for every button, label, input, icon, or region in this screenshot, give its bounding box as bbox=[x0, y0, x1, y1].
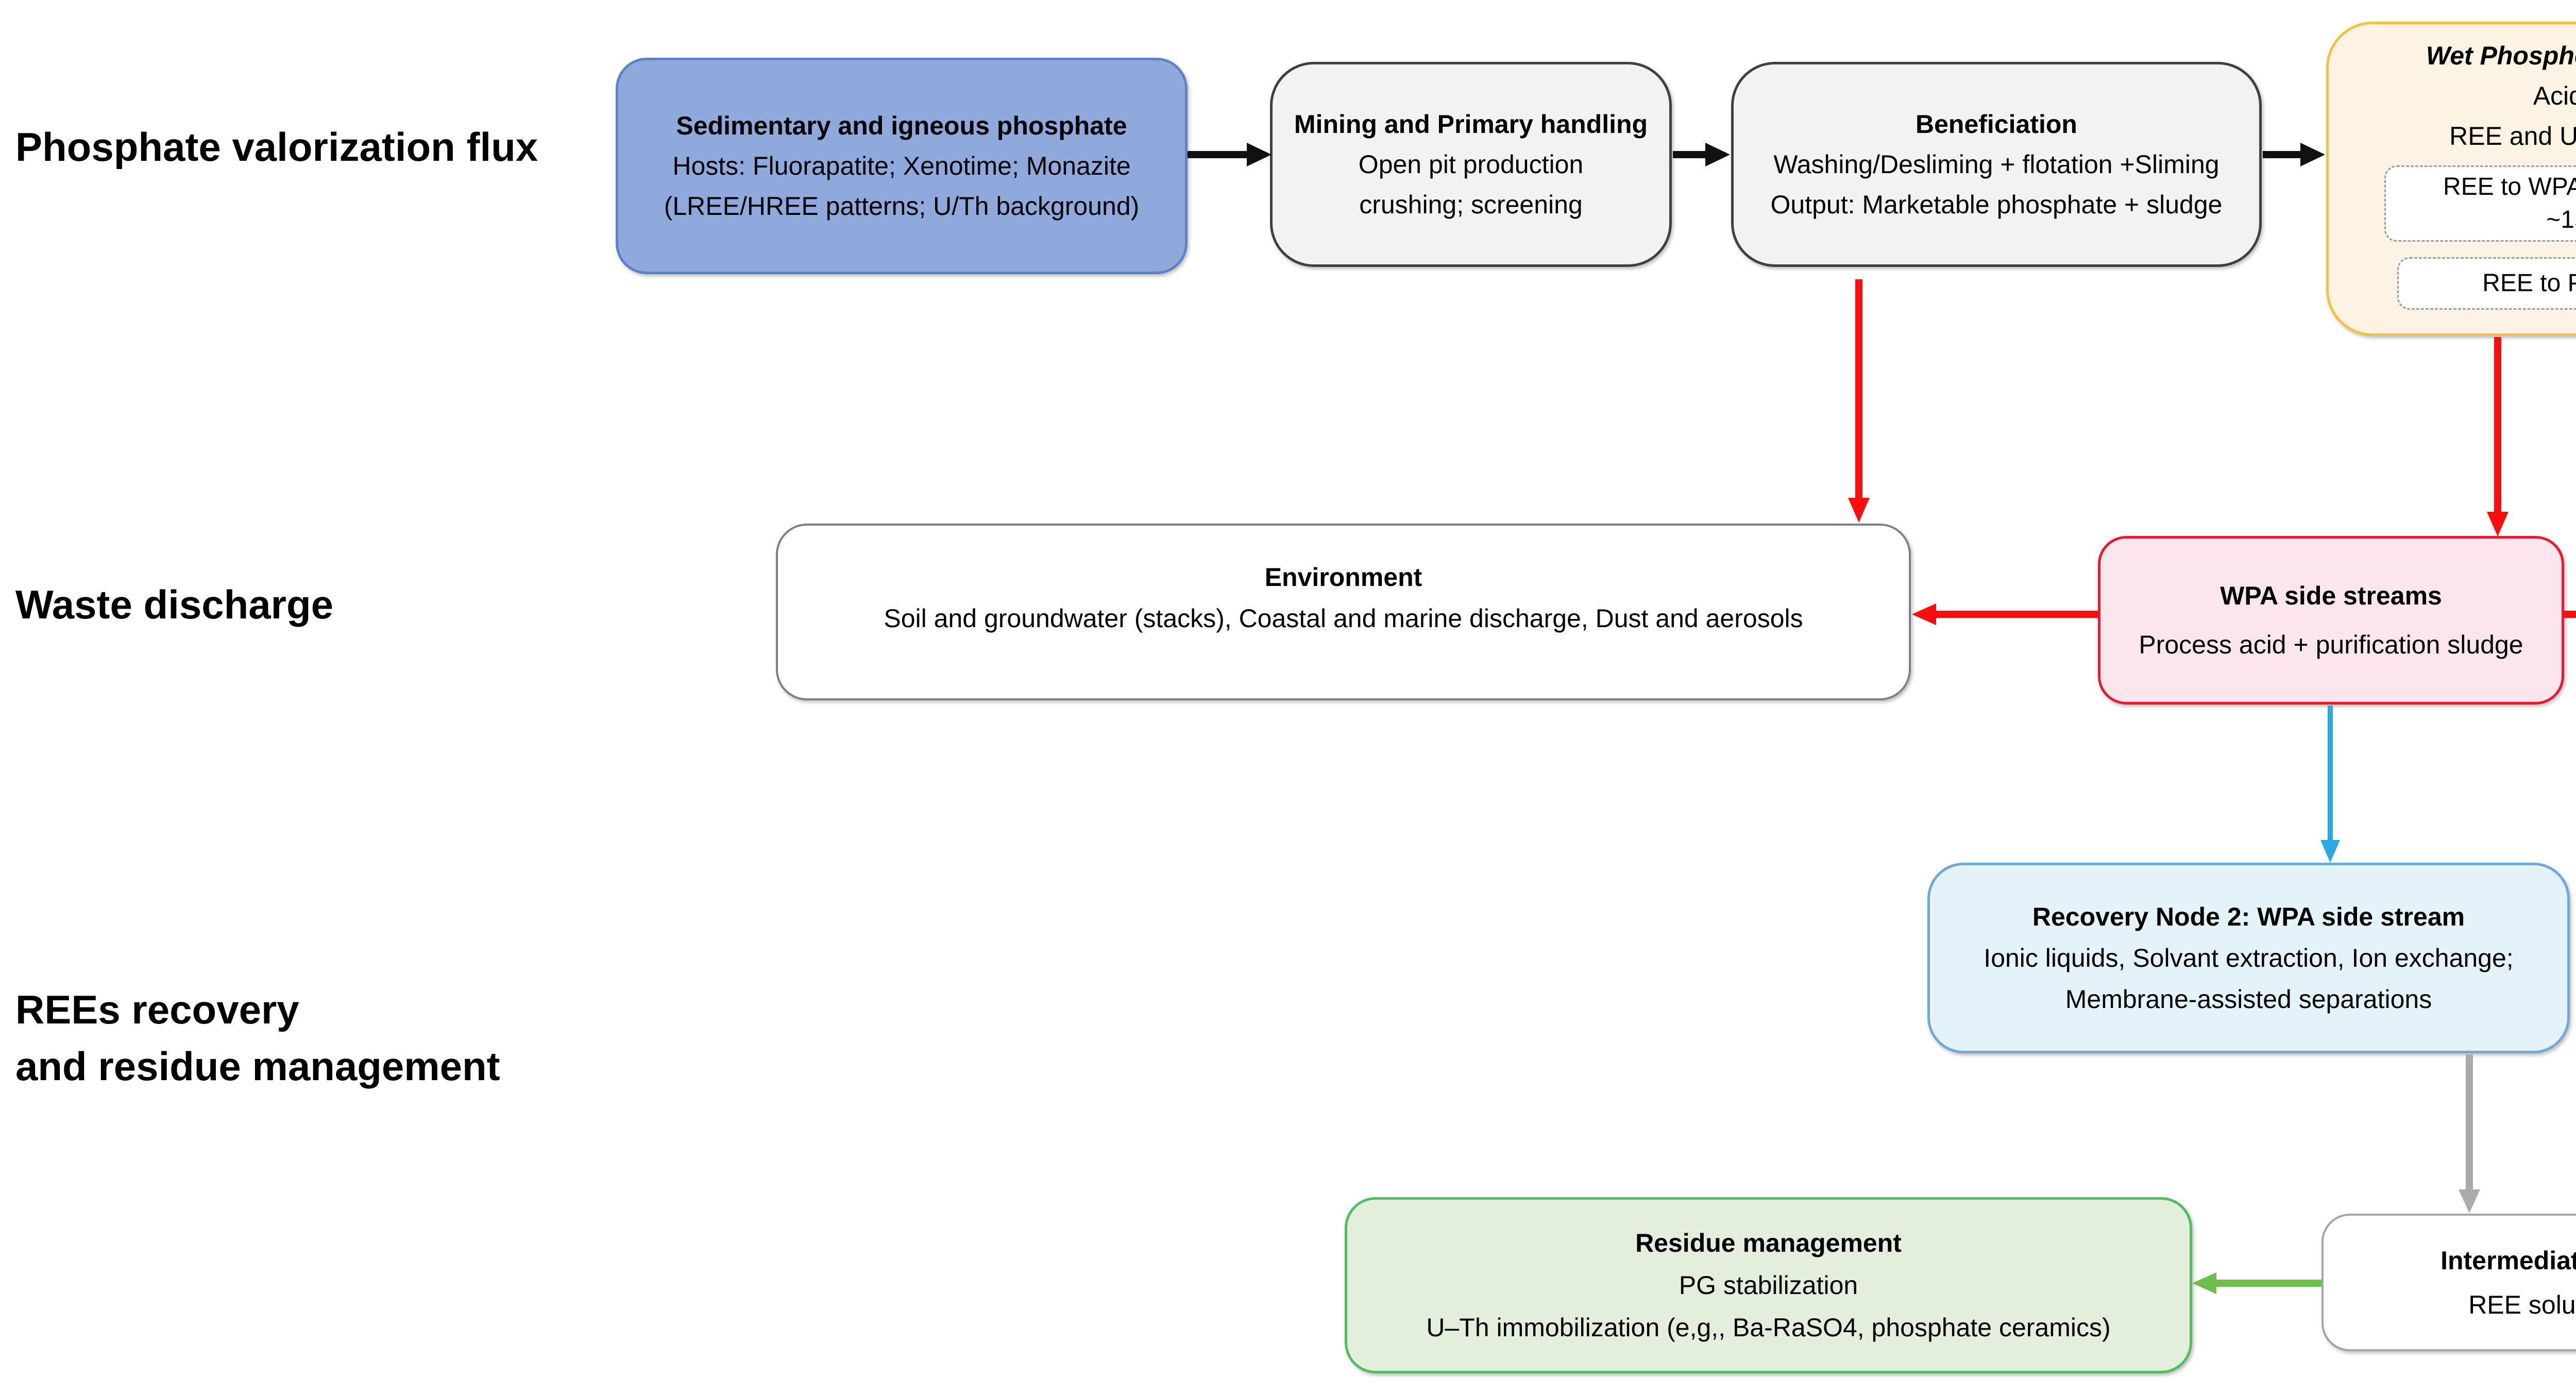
node-line: REE to PG ~70-85% bbox=[2482, 270, 2576, 297]
node-sedimentary-igneous-phosphate: Sedimentary and igneous phosphate Hosts:… bbox=[616, 58, 1188, 274]
node-mining-primary-handling: Mining and Primary handling Open pit pro… bbox=[1270, 62, 1672, 267]
arrow-head bbox=[2300, 143, 2325, 166]
arrow-head bbox=[1912, 603, 1936, 625]
section-label-waste-discharge: Waste discharge bbox=[15, 582, 333, 627]
node-line: ~15-30% bbox=[2546, 206, 2576, 233]
arrow-head bbox=[2487, 512, 2509, 536]
arrow-shaft bbox=[2466, 1054, 2473, 1190]
node-environment: Environment Soil and groundwater (stacks… bbox=[776, 524, 1911, 700]
node-line: Open pit production bbox=[1358, 150, 1584, 179]
connector-line bbox=[2564, 611, 2576, 618]
node-line: REE solution/precipitate bbox=[2468, 1290, 2576, 1319]
node-line: Hosts: Fluorapatite; Xenotime; Monazite bbox=[672, 152, 1131, 180]
arrow-head bbox=[1247, 143, 1272, 166]
arrow-shaft bbox=[1188, 151, 1250, 158]
node-line: Ionic liquids, Solvant extraction, Ion e… bbox=[1984, 944, 2514, 972]
section-label-rees-recovery: REEs recovery and residue management bbox=[15, 981, 500, 1095]
node-title: Environment bbox=[1264, 563, 1422, 592]
arrow-shaft bbox=[2328, 706, 2333, 841]
node-title: Mining and Primary handling bbox=[1294, 110, 1648, 139]
node-title: Intermediate REE products bbox=[2441, 1246, 2576, 1275]
arrow-head bbox=[2192, 1272, 2216, 1294]
arrow-shaft bbox=[1935, 611, 2098, 618]
node-line: PG stabilization bbox=[1679, 1271, 1858, 1300]
node-title: Recovery Node 2: WPA side stream bbox=[2032, 902, 2465, 931]
arrow-shaft bbox=[2215, 1280, 2321, 1287]
node-title: Beneficiation bbox=[1916, 110, 2077, 139]
node-line: U–Th immobilization (e,g,, Ba-RaSO4, pho… bbox=[1426, 1313, 2111, 1342]
node-wet-phosphoric-acid: Wet Phosphoric Acid (WPA) Acidulation RE… bbox=[2326, 22, 2576, 336]
node-title: Sedimentary and igneous phosphate bbox=[676, 111, 1127, 140]
arrow-head bbox=[2320, 840, 2340, 863]
arrow-head bbox=[2459, 1189, 2480, 1213]
arrow-head bbox=[1705, 143, 1730, 166]
section-label-phosphate-valorization-flux: Phosphate valorization flux bbox=[15, 124, 538, 170]
node-line: REE and U–Th partioning bbox=[2449, 122, 2576, 150]
node-recovery-node-2: Recovery Node 2: WPA side stream Ionic l… bbox=[1927, 863, 2570, 1053]
node-beneficiation: Beneficiation Washing/Desliming + flotat… bbox=[1731, 62, 2262, 267]
arrow-shaft bbox=[2263, 151, 2303, 158]
node-title: Wet Phosphoric Acid (WPA) bbox=[2426, 41, 2576, 70]
node-residue-management: Residue management PG stabilization U–Th… bbox=[1345, 1197, 2192, 1373]
arrow-shaft bbox=[1855, 279, 1862, 500]
node-title: Residue management bbox=[1635, 1229, 1902, 1257]
section-label-rees-recovery-line1: REEs recovery bbox=[15, 987, 299, 1032]
node-title: WPA side streams bbox=[2220, 581, 2442, 610]
node-line: Output: Marketable phosphate + sludge bbox=[1770, 190, 2223, 219]
arrow-shaft bbox=[1673, 151, 1708, 158]
node-ree-to-pg-share: REE to PG ~70-85% bbox=[2397, 257, 2576, 310]
node-line: Acidulation bbox=[2533, 81, 2576, 110]
section-label-rees-recovery-line2: and residue management bbox=[15, 1044, 500, 1089]
node-line: crushing; screening bbox=[1359, 190, 1583, 219]
node-line: (LREE/HREE patterns; U/Th background) bbox=[664, 192, 1140, 221]
arrow-shaft bbox=[2494, 337, 2501, 513]
node-line: Washing/Desliming + flotation +Sliming bbox=[1773, 150, 2219, 179]
node-wpa-side-streams: WPA side streams Process acid + purifica… bbox=[2098, 536, 2564, 704]
node-line: Process acid + purification sludge bbox=[2139, 630, 2523, 659]
node-intermediate-ree-products: Intermediate REE products REE solution/p… bbox=[2321, 1214, 2576, 1351]
node-line: Membrane-assisted separations bbox=[2065, 985, 2432, 1014]
node-line: REE to WPA (Side streams) bbox=[2443, 173, 2576, 200]
node-line: Soil and groundwater (stacks), Coastal a… bbox=[884, 604, 1803, 633]
arrow-head bbox=[1848, 498, 1870, 523]
node-ree-to-wpa-share: REE to WPA (Side streams) ~15-30% bbox=[2384, 165, 2576, 242]
